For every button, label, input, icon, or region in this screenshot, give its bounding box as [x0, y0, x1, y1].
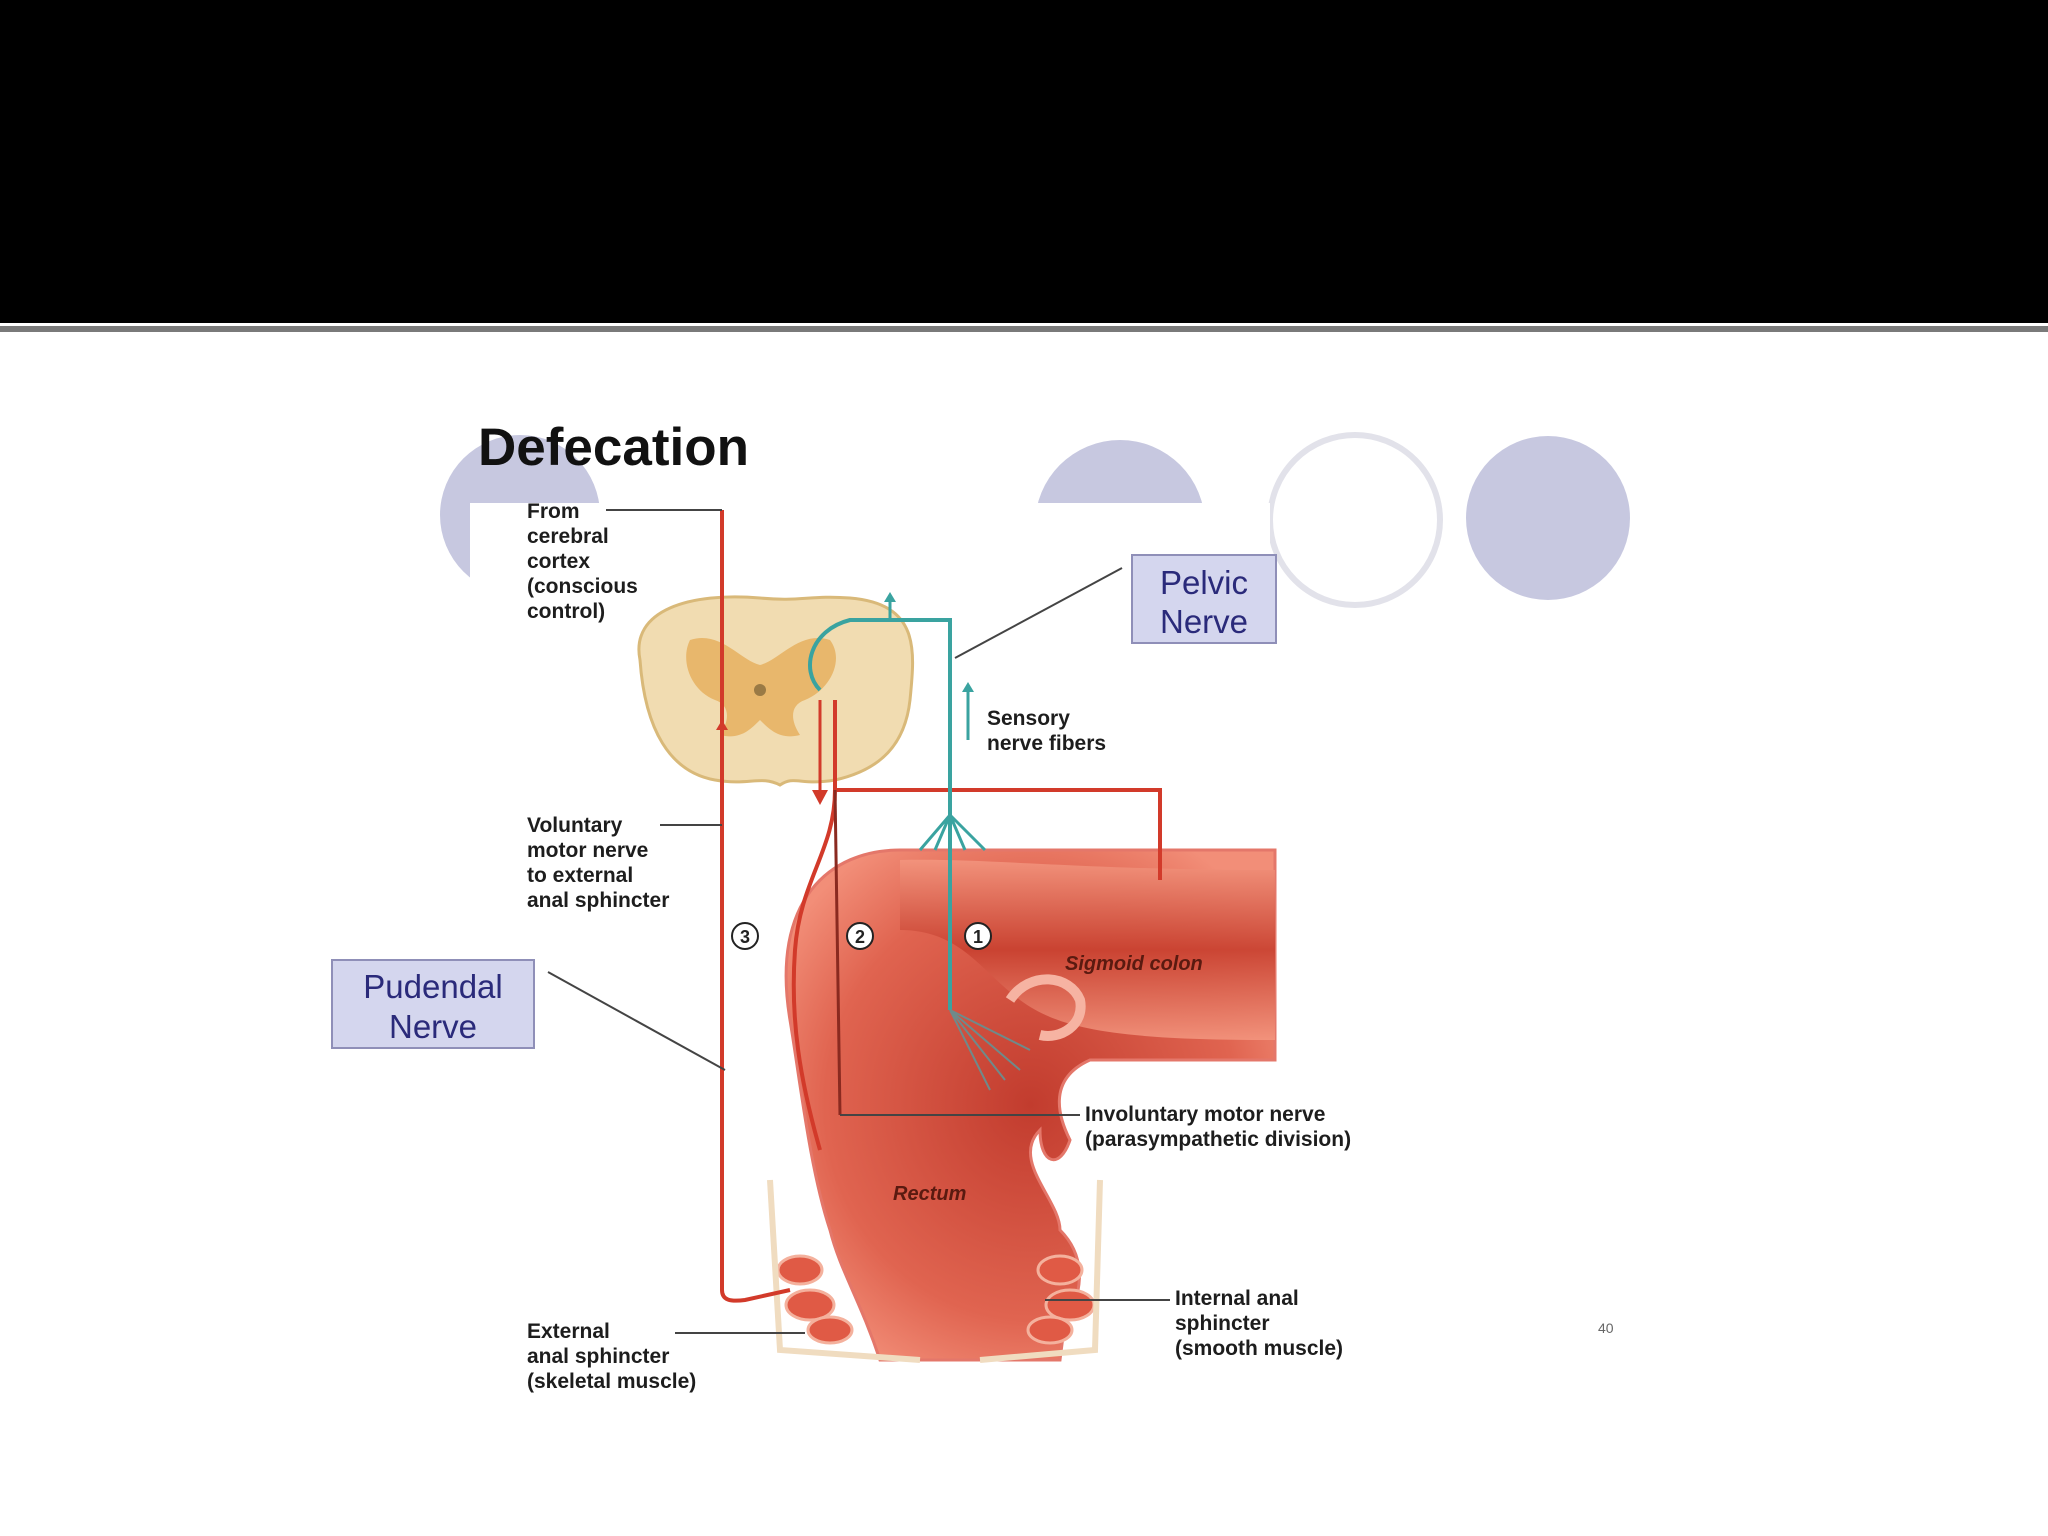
step-marker-3: 3 — [732, 923, 758, 949]
callout-line: Nerve — [1160, 603, 1248, 640]
step-marker-1: 1 — [965, 923, 991, 949]
label-line: nerve fibers — [987, 732, 1106, 755]
label-line: Involuntary motor nerve — [1085, 1103, 1325, 1126]
label-line: cortex — [527, 550, 590, 573]
deco-circle-4 — [1466, 436, 1630, 600]
deco-circle-3 — [1270, 435, 1440, 605]
label-external-sphincter: External anal sphincter (skeletal muscle… — [527, 1320, 696, 1393]
label-line: anal sphincter — [527, 889, 669, 912]
label-line: Internal anal — [1175, 1287, 1299, 1310]
label-line: cerebral — [527, 525, 609, 548]
label-line: Sensory — [987, 707, 1070, 730]
label-internal-sphincter: Internal anal sphincter (smooth muscle) — [1175, 1287, 1343, 1360]
label-involuntary: Involuntary motor nerve (parasympathetic… — [1085, 1103, 1351, 1151]
label-line: anal sphincter — [527, 1345, 669, 1368]
label-line: control) — [527, 600, 605, 623]
step-number: 1 — [973, 927, 983, 947]
step-marker-2: 2 — [847, 923, 873, 949]
label-line: (parasympathetic division) — [1085, 1128, 1351, 1151]
label-line: motor nerve — [527, 839, 648, 862]
label-line: From — [527, 500, 580, 523]
diagram-title: Defecation — [478, 418, 749, 477]
spinal-cord — [639, 597, 913, 785]
callout-pudendal-nerve: Pudendal Nerve — [332, 960, 534, 1048]
callout-pelvic-nerve: Pelvic Nerve — [1132, 555, 1276, 643]
callout-line: Pelvic — [1160, 564, 1248, 601]
callout-line: Pudendal — [363, 968, 502, 1005]
label-line: sphincter — [1175, 1312, 1270, 1335]
label-line: to external — [527, 864, 633, 887]
callout-line: Nerve — [389, 1008, 477, 1045]
label-line: Voluntary — [527, 814, 623, 837]
label-line: (conscious — [527, 575, 638, 598]
label-sigmoid-colon: Sigmoid colon — [1065, 953, 1203, 975]
label-line: (smooth muscle) — [1175, 1337, 1343, 1360]
label-rectum: Rectum — [893, 1183, 966, 1205]
label-line: External — [527, 1320, 610, 1343]
page-number: 40 — [1598, 1320, 1614, 1336]
step-number: 2 — [855, 927, 865, 947]
label-line: (skeletal muscle) — [527, 1370, 696, 1393]
step-number: 3 — [740, 927, 750, 947]
